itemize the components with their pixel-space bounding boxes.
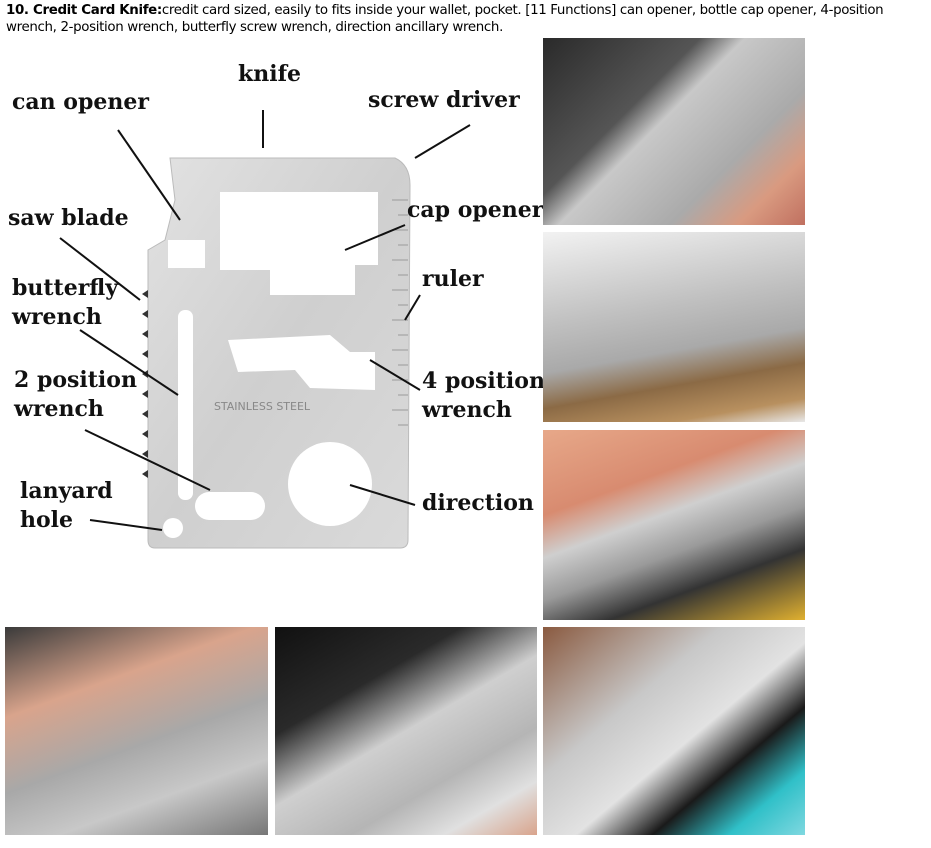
label-2-position-wrench: 2 position wrench: [14, 366, 137, 424]
knife-diagram: STAINLESS STEEL knife can opener screw d…: [0, 40, 545, 622]
product-description: 10. Credit Card Knife:credit card sized,…: [6, 2, 926, 36]
photo-saw-on-branch: [543, 232, 805, 422]
product-title: 10. Credit Card Knife:: [6, 3, 162, 18]
label-line: 2 position: [14, 367, 137, 393]
callout-lines: [59, 110, 471, 531]
label-direction: direction: [422, 490, 534, 516]
label-line: butterfly: [12, 275, 119, 301]
label-line: hole: [20, 507, 74, 533]
label-knife: knife: [238, 61, 302, 87]
label-ruler: ruler: [422, 266, 484, 292]
photo-card-in-hand: [543, 38, 805, 225]
label-screw-driver: screw driver: [368, 87, 520, 113]
label-lanyard-hole: lanyard hole: [20, 477, 113, 535]
photo-flask-opener: [5, 627, 268, 835]
card-illustration: STAINLESS STEEL: [59, 110, 471, 549]
label-butterfly-wrench: butterfly wrench: [12, 274, 118, 332]
photo-flask-cap: [275, 627, 537, 835]
label-line: wrench: [14, 396, 104, 422]
card-engraving: STAINLESS STEEL: [214, 400, 311, 413]
product-text: credit card sized, easily to fits inside…: [6, 3, 884, 35]
label-line: lanyard: [20, 478, 113, 504]
label-cap-opener: cap opener: [407, 197, 544, 223]
label-line: wrench: [12, 304, 102, 330]
label-line: 4 position: [422, 368, 545, 394]
label-saw-blade: saw blade: [8, 205, 129, 231]
label-4-position-wrench: 4 position wrench: [422, 367, 545, 425]
photo-wrench-on-bike: [543, 430, 805, 620]
card-body: STAINLESS STEEL: [142, 157, 411, 549]
label-can-opener: can opener: [12, 89, 149, 115]
photo-bottle-cap-opener: [543, 627, 805, 835]
label-line: wrench: [422, 397, 512, 423]
